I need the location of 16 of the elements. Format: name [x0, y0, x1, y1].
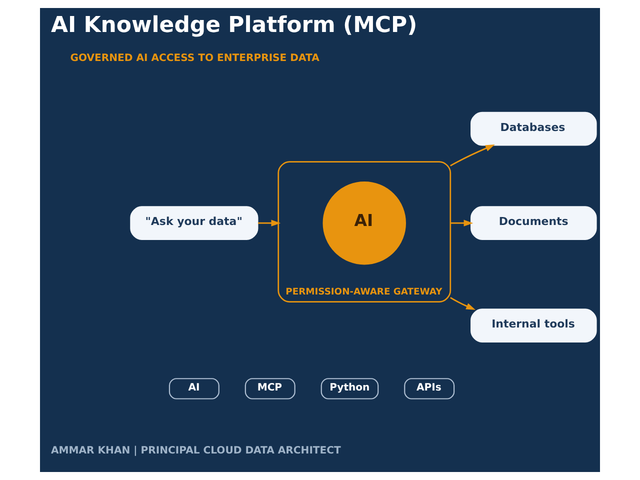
arrow — [450, 144, 495, 166]
node-box: Internal tools — [470, 308, 597, 342]
arrow — [450, 296, 476, 310]
label: AMMAR KHAN | PRINCIPAL CLOUD DATA ARCHITECT — [50, 445, 341, 456]
node-box: Documents — [470, 206, 597, 240]
arrow — [258, 220, 281, 226]
node-box: MCP — [244, 378, 296, 400]
arrow — [450, 220, 474, 226]
node-box: AI — [168, 378, 220, 400]
node-box: Databases — [470, 112, 597, 146]
node-circle: AI — [322, 181, 406, 265]
node-box: Python — [320, 378, 379, 400]
node-box: "Ask your data" — [130, 206, 258, 240]
diagram-title: AI Knowledge Platform (MCP) — [50, 13, 418, 38]
label: GOVERNED AI ACCESS TO ENTERPRISE DATA — [70, 52, 320, 64]
node-box: APIs — [404, 378, 455, 400]
